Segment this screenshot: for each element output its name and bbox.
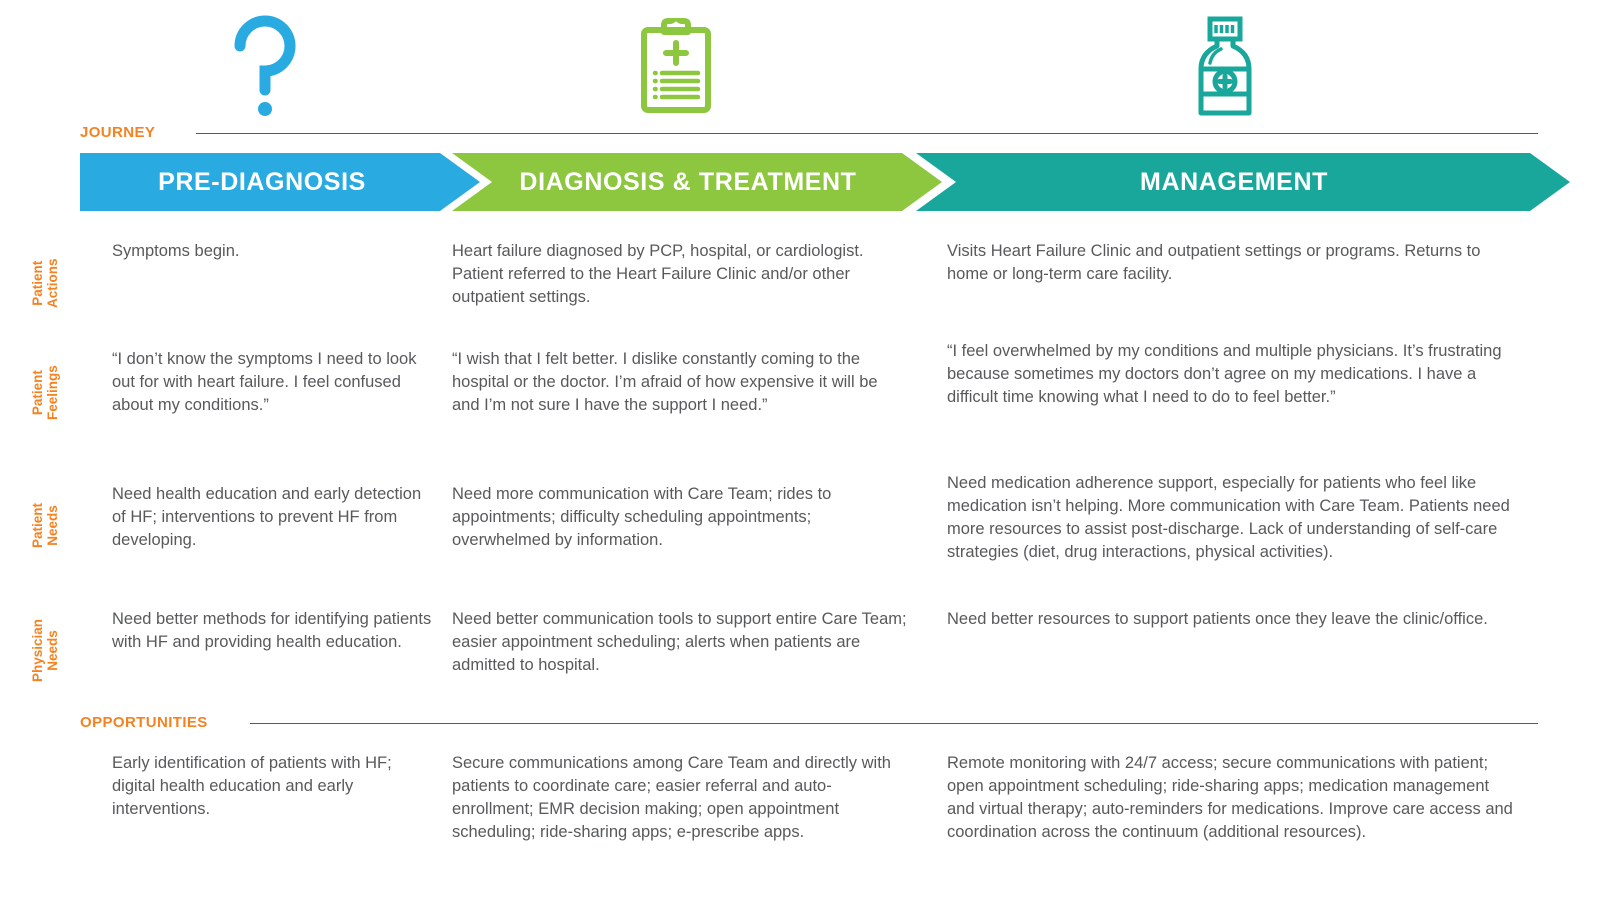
cell-physician-needs-pre-diagnosis: Need better methods for identifying pati… bbox=[112, 610, 432, 651]
cell-patient-feelings-diagnosis-treatment: “I wish that I felt better. I dislike co… bbox=[452, 350, 878, 414]
stage-icon-row bbox=[0, 0, 1600, 128]
row-label-line1: Physician bbox=[30, 618, 45, 682]
cell-opportunities-management: Remote monitoring with 24/7 access; secu… bbox=[947, 754, 1513, 841]
stage-label-diagnosis-treatment: DIAGNOSIS & TREATMENT bbox=[519, 167, 857, 196]
clipboard-medical-icon bbox=[616, 8, 736, 124]
row-label-line2: Feelings bbox=[45, 365, 60, 420]
stage-banner: PRE-DIAGNOSIS DIAGNOSIS & TREATMENT MANA… bbox=[0, 153, 1600, 211]
opportunities-divider bbox=[250, 723, 1538, 724]
cell-patient-actions-diagnosis-treatment: Heart failure diagnosed by PCP, hospital… bbox=[452, 242, 864, 306]
cell-opportunities-diagnosis-treatment: Secure communications among Care Team an… bbox=[452, 754, 891, 841]
stage-chevron-pre-diagnosis[interactable]: PRE-DIAGNOSIS bbox=[80, 153, 480, 211]
row-label-line2: Needs bbox=[45, 630, 60, 671]
row-label-patient-actions: Patient Actions bbox=[30, 258, 60, 308]
cell-patient-actions-management: Visits Heart Failure Clinic and outpatie… bbox=[947, 242, 1481, 283]
row-label-line1: Patient bbox=[30, 370, 45, 416]
row-label-line1: Patient bbox=[30, 502, 45, 548]
row-label-physician-needs: Physician Needs bbox=[30, 619, 60, 682]
cell-patient-needs-pre-diagnosis: Need health education and early detectio… bbox=[112, 485, 422, 549]
cell-physician-needs-management: Need better resources to support patient… bbox=[947, 610, 1488, 628]
medicine-bottle-icon bbox=[1165, 8, 1285, 124]
cell-patient-needs-management: Need medication adherence support, espec… bbox=[947, 474, 1510, 561]
cell-physician-needs-diagnosis-treatment: Need better communication tools to suppo… bbox=[452, 610, 907, 674]
cell-patient-needs-diagnosis-treatment: Need more communication with Care Team; … bbox=[452, 485, 832, 549]
journey-label: JOURNEY bbox=[80, 124, 156, 141]
cell-opportunities-pre-diagnosis: Early identification of patients with HF… bbox=[112, 754, 392, 818]
stage-label-management: MANAGEMENT bbox=[1140, 167, 1328, 196]
cell-patient-feelings-management: “I feel overwhelmed by my conditions and… bbox=[947, 342, 1502, 406]
row-label-line2: Actions bbox=[45, 258, 60, 308]
row-label-line2: Needs bbox=[45, 505, 60, 546]
row-label-patient-feelings: Patient Feelings bbox=[30, 365, 60, 420]
opportunities-label: OPPORTUNITIES bbox=[80, 714, 208, 731]
stage-chevron-management[interactable]: MANAGEMENT bbox=[916, 153, 1570, 211]
cell-patient-feelings-pre-diagnosis: “I don’t know the symptoms I need to loo… bbox=[112, 350, 417, 414]
journey-divider bbox=[196, 133, 1538, 134]
row-label-line1: Patient bbox=[30, 260, 45, 306]
row-label-patient-needs: Patient Needs bbox=[30, 503, 60, 548]
stage-label-pre-diagnosis: PRE-DIAGNOSIS bbox=[158, 167, 366, 196]
question-mark-icon bbox=[205, 8, 325, 124]
stage-chevron-diagnosis-treatment[interactable]: DIAGNOSIS & TREATMENT bbox=[452, 153, 942, 211]
cell-patient-actions-pre-diagnosis: Symptoms begin. bbox=[112, 242, 240, 260]
